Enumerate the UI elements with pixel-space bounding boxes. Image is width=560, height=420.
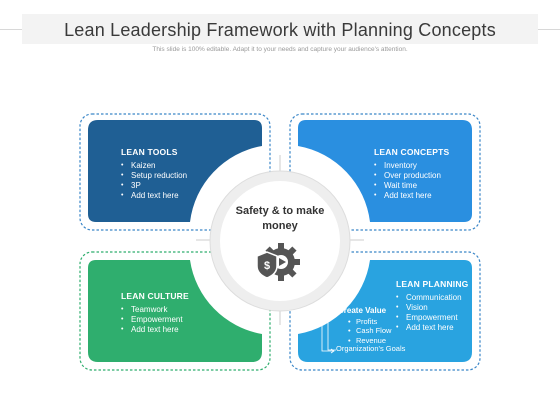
list-item: Teamwork [121,305,189,315]
list-item: Setup reduction [121,171,187,181]
org-goals-label: Organization's Goals [336,344,406,353]
org-goals-arrow [321,318,333,352]
list-item: 3P [121,181,187,191]
list-item: Over production [374,171,449,181]
title-rule-left [0,29,22,30]
lean-planning-heading: LEAN PLANNING [396,279,469,289]
lean-culture-content: LEAN CULTURE Teamwork Empowerment Add te… [121,291,189,335]
lean-planning-list: Communication Vision Empowerment Add tex… [396,293,469,333]
list-item: Inventory [374,161,449,171]
lean-planning-card [298,260,472,362]
lean-tools-content: LEAN TOOLS Kaizen Setup reduction 3P Add… [121,147,187,201]
list-item: Communication [396,293,469,303]
lean-culture-heading: LEAN CULTURE [121,291,189,301]
list-item: Add text here [121,191,187,201]
lean-concepts-content: LEAN CONCEPTS Inventory Over production … [374,147,449,201]
center-label: Safety & to make money [235,205,325,232]
create-value-block: Create Value Profits Cash Flow Revenue [338,306,391,345]
lean-culture-outline [79,251,271,371]
title-band [22,14,538,44]
lean-tools-heading: LEAN TOOLS [121,147,178,157]
page-title: Lean Leadership Framework with Planning … [64,20,496,40]
lean-concepts-outline [289,113,481,231]
list-item: Add text here [121,325,189,335]
page-subtitle: This slide is 100% editable. Adapt it to… [152,46,408,53]
lean-planning-outline [289,251,481,371]
list-item: Empowerment [396,313,469,323]
lean-tools-list: Kaizen Setup reduction 3P Add text here [121,161,187,201]
svg-text:$: $ [264,260,270,272]
lean-concepts-list: Inventory Over production Wait time Add … [374,161,449,201]
lean-concepts-heading: LEAN CONCEPTS [374,147,450,157]
title-rule-right [538,29,560,30]
list-item: Empowerment [121,315,189,325]
list-item: Kaizen [121,161,187,171]
lean-culture-list: Teamwork Empowerment Add text here [121,305,189,335]
list-item: Add text here [396,323,469,333]
list-item: Revenue [348,336,391,346]
gear-dollar-shield-icon: $ [256,243,300,281]
lean-planning-content: LEAN PLANNING Communication Vision Empow… [396,279,469,333]
list-item: Profits [348,317,391,327]
list-item: Vision [396,303,469,313]
list-item: Add text here [374,191,449,201]
list-item: Wait time [374,181,449,191]
list-item: Cash Flow [348,326,391,336]
create-value-heading: Create Value [338,306,387,315]
center-circle [220,181,340,301]
create-value-list: Profits Cash Flow Revenue [338,317,391,346]
